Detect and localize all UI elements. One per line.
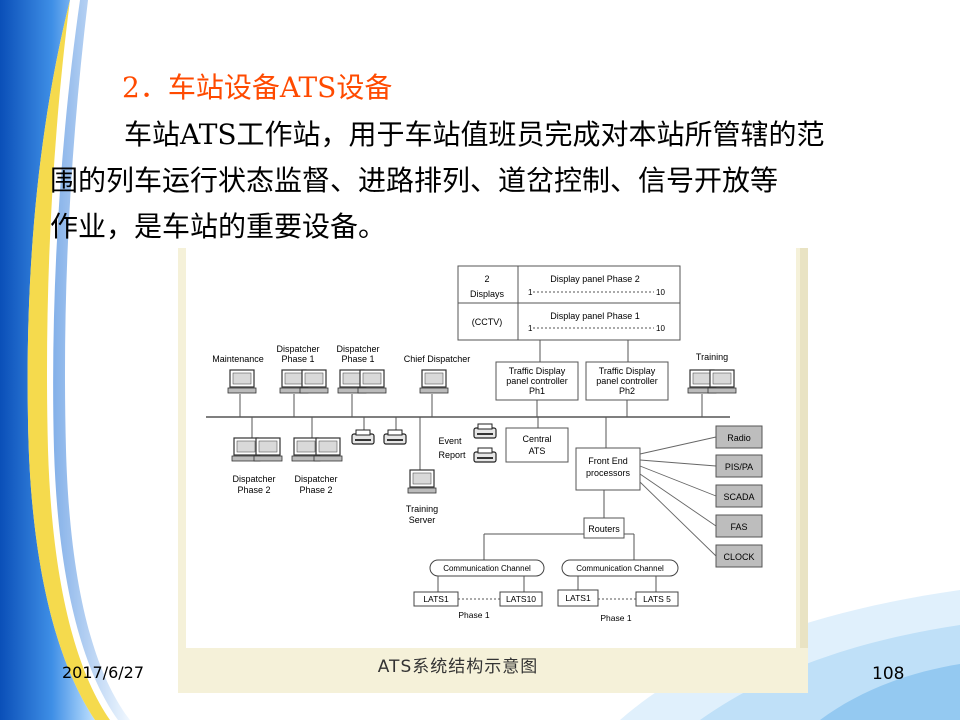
lats-node-1a-label: LATS1 (423, 594, 449, 604)
lats-node-1b (499, 591, 543, 607)
display-range-start-2: 1 (528, 324, 533, 333)
ext-box-radio (715, 425, 763, 449)
paragraph-line-1: 车站ATS工作站，用于车站值班员完成对本站所管辖的范 (124, 118, 825, 151)
label-maintenance: Maintenance (212, 354, 264, 364)
comm-channel-1-label: Communication Channel (443, 564, 531, 573)
ext-scada: SCADA (723, 492, 754, 502)
label-training-server-1: Training (406, 504, 438, 514)
label-report: Report (438, 450, 466, 460)
label-dispatcher-c-2: Phase 2 (237, 485, 270, 495)
display-panel-block (457, 265, 681, 341)
channel-2-phase: Phase 1 (600, 613, 631, 623)
tdp1-line2: panel controller (506, 376, 568, 386)
lats-node-2b-label: LATS 5 (643, 594, 671, 604)
label-dispatcher-a-1: Dispatcher (276, 344, 319, 354)
tdp1-line1: Traffic Display (509, 366, 566, 376)
ext-box-clock (715, 544, 763, 568)
comm-channel-2-label: Communication Channel (576, 564, 664, 573)
central-ats-line2: ATS (529, 446, 546, 456)
workstation-dispatcher-d2-icon (313, 437, 343, 462)
ext-box-scada (715, 484, 763, 508)
footer-page-number: 108 (872, 664, 905, 684)
tdp1-line3: Ph1 (529, 386, 545, 396)
lats-node-2a (557, 589, 599, 607)
label-dispatcher-d-2: Phase 2 (299, 485, 332, 495)
label-event: Event (438, 436, 462, 446)
display-label-cctv: (CCTV) (472, 317, 503, 327)
routers-label: Routers (588, 524, 620, 534)
ext-box-pispa (715, 454, 763, 478)
label-dispatcher-d-1: Dispatcher (294, 474, 337, 484)
tdp-controller-ph1 (495, 361, 579, 401)
lats-node-2a-label: LATS1 (565, 593, 591, 603)
workstation-dispatcher-b2-icon (357, 369, 387, 394)
footer-date: 2017/6/27 (62, 663, 145, 682)
display-range-end-1: 10 (656, 288, 665, 297)
label-dispatcher-b-2: Phase 1 (341, 354, 374, 364)
label-dispatcher-a-2: Phase 1 (281, 354, 314, 364)
lats-node-1b-label: LATS10 (506, 594, 536, 604)
routers-box (583, 517, 625, 539)
tdp2-line1: Traffic Display (599, 366, 656, 376)
ext-fas: FAS (730, 522, 747, 532)
ats-structure-diagram: 2 Displays Display panel Phase 2 1 10 (C… (178, 248, 808, 693)
diagram-caption: ATS系统结构示意图 (378, 657, 539, 677)
workstation-training-server-icon (407, 469, 437, 494)
central-ats-box (505, 427, 569, 463)
label-training: Training (696, 352, 728, 362)
comm-channel-1 (429, 559, 545, 577)
workstation-training2-icon (707, 369, 737, 394)
display-label-displays: Displays (470, 289, 505, 299)
label-dispatcher-b-1: Dispatcher (336, 344, 379, 354)
channel-1-phase: Phase 1 (458, 610, 489, 620)
comm-channel-2 (561, 559, 679, 577)
ext-box-fas (715, 514, 763, 538)
paragraph-line-3: 作业，是车站的重要设备。 (50, 210, 387, 243)
tdp2-line2: panel controller (596, 376, 658, 386)
workstation-chief-dispatcher-icon (419, 369, 449, 394)
fep-line1: Front End (588, 456, 628, 466)
ext-radio: Radio (727, 433, 751, 443)
display-label-2: 2 (484, 274, 489, 284)
fep-line2: processors (586, 468, 631, 478)
tdp2-line3: Ph2 (619, 386, 635, 396)
lats-node-2b (635, 591, 679, 607)
front-end-processors-box (575, 447, 641, 491)
label-training-server-2: Server (409, 515, 436, 525)
ext-clock: CLOCK (723, 552, 754, 562)
display-range-start-1: 1 (528, 288, 533, 297)
workstation-dispatcher-c2-icon (253, 437, 283, 462)
section-heading: 2．车站设备ATS设备 (122, 71, 393, 104)
display-panel-phase1-title: Display panel Phase 1 (550, 311, 640, 321)
workstation-dispatcher-a2-icon (299, 369, 329, 394)
ext-pispa: PIS/PA (725, 462, 753, 472)
paragraph-line-2: 围的列车运行状态监督、进路排列、道岔控制、信号开放等 (50, 164, 779, 197)
label-chief-dispatcher: Chief Dispatcher (404, 354, 471, 364)
display-range-end-2: 10 (656, 324, 665, 333)
body-paragraph: 车站ATS工作站，用于车站值班员完成对本站所管辖的范 围的列车运行状态监督、进路… (50, 112, 920, 250)
display-panel-phase2-title: Display panel Phase 2 (550, 274, 640, 284)
label-dispatcher-c-1: Dispatcher (232, 474, 275, 484)
central-ats-line1: Central (522, 434, 551, 444)
external-systems: Radio PIS/PA SCADA FAS CLOCK (715, 425, 763, 568)
workstation-maintenance-icon (227, 369, 257, 394)
